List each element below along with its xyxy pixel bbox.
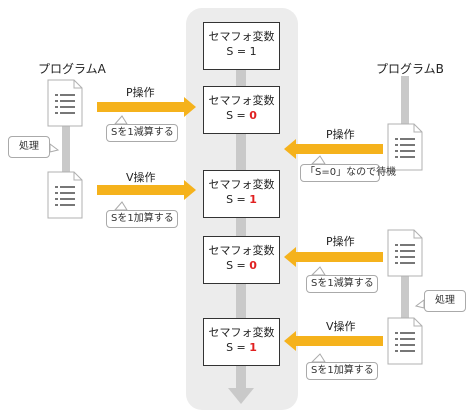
semaphore-box-2: セマフォ変数 S = 0 <box>203 86 280 134</box>
program-b-timeline-bottom <box>401 274 409 324</box>
semaphore-prefix: S = <box>226 193 250 206</box>
doc-b-1 <box>387 123 423 171</box>
note-wait-b: 「S=0」なので待機 <box>300 164 396 182</box>
note-tail-3 <box>113 201 128 211</box>
op-label-p-b: P操作 <box>326 235 355 248</box>
note-tail-2 <box>310 155 326 165</box>
program-b-timeline-top <box>401 76 409 126</box>
semaphore-value: 1 <box>249 193 257 206</box>
semaphore-prefix: S = <box>226 109 250 122</box>
arrow-p-b <box>284 247 383 267</box>
arrow-p-a <box>97 97 196 117</box>
arrow-v-b <box>284 331 383 351</box>
note-decrement-b: Sを1減算する <box>306 275 378 293</box>
semaphore-box-1: セマフォ変数 S = 1 <box>203 22 280 70</box>
semaphore-box-4: セマフォ変数 S = 0 <box>203 236 280 284</box>
op-label-p-b-wait: P操作 <box>326 128 355 141</box>
document-icons <box>47 79 423 365</box>
semaphore-value: 0 <box>249 259 257 272</box>
semaphore-value: 0 <box>249 109 257 122</box>
callout-tail-b <box>414 299 425 309</box>
op-label-p-a: P操作 <box>126 86 155 99</box>
process-callout-a: 処理 <box>8 136 50 158</box>
doc-b-2 <box>387 229 423 277</box>
note-increment-a: Sを1加算する <box>106 210 178 228</box>
semaphore-value: 1 <box>249 341 257 354</box>
semaphore-title: セマフォ変数 <box>208 30 275 43</box>
arrow-p-b-wait <box>284 139 383 159</box>
doc-a-2 <box>47 171 83 219</box>
semaphore-prefix: S = <box>226 341 250 354</box>
note-tail-1 <box>113 115 128 125</box>
process-callout-b: 処理 <box>424 290 466 312</box>
program-a-title: プログラムA <box>38 62 106 76</box>
doc-b-3 <box>387 317 423 365</box>
note-tail-5 <box>310 353 326 363</box>
note-decrement-a: Sを1減算する <box>106 124 178 142</box>
op-label-v-a: V操作 <box>126 171 156 184</box>
semaphore-box-5: セマフォ変数 S = 1 <box>203 318 280 366</box>
program-b-title: プログラムB <box>376 62 444 76</box>
semaphore-box-3: セマフォ変数 S = 1 <box>203 170 280 218</box>
note-increment-b: Sを1加算する <box>306 362 378 380</box>
semaphore-prefix: S = <box>226 259 250 272</box>
doc-a-1 <box>47 79 83 127</box>
semaphore-value: 1 <box>249 45 257 58</box>
timeline-arrow-head <box>228 388 254 404</box>
program-a-timeline <box>62 126 70 176</box>
op-label-v-b: V操作 <box>326 320 356 333</box>
arrow-v-a <box>97 180 196 200</box>
note-tail-4 <box>310 266 326 276</box>
callout-tail-a <box>49 143 60 153</box>
semaphore-title: セマフォ変数 <box>208 244 275 257</box>
semaphore-title: セマフォ変数 <box>208 326 275 339</box>
semaphore-title: セマフォ変数 <box>208 178 275 191</box>
semaphore-prefix: S = <box>226 45 250 58</box>
semaphore-title: セマフォ変数 <box>208 94 275 107</box>
